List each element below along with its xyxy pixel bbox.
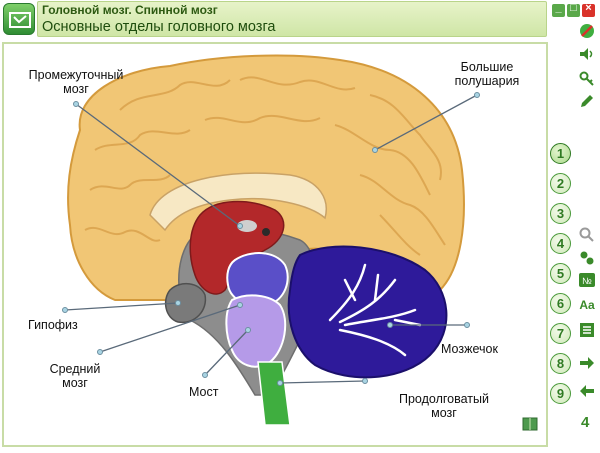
medulla xyxy=(257,361,291,426)
title-bar: Головной мозг. Спинной мозг Основные отд… xyxy=(37,1,547,37)
page-title: Основные отделы головного мозга xyxy=(42,19,276,35)
label-medulla-line1: Продолговатый xyxy=(399,392,489,406)
app-logo-icon[interactable] xyxy=(3,3,35,35)
label-midbrain-line1: Средний xyxy=(49,362,101,376)
settings-icon[interactable] xyxy=(578,249,596,267)
zoom-icon[interactable] xyxy=(578,226,596,244)
label-diencephalon-line2: мозг xyxy=(63,82,89,96)
number-icon[interactable]: № xyxy=(578,271,596,289)
label-midbrain: Средний мозг xyxy=(40,362,110,390)
page-number: 4 xyxy=(581,414,590,431)
label-medulla-line2: мозг xyxy=(431,406,457,420)
label-diencephalon: Промежуточный мозг xyxy=(6,68,146,96)
section-title: Головной мозг. Спинной мозг xyxy=(42,3,218,17)
nav-button-7[interactable]: 7 xyxy=(550,323,571,344)
label-cerebellum: Мозжечок xyxy=(441,342,498,356)
back-arrow-icon[interactable] xyxy=(578,382,596,400)
pencil-icon[interactable] xyxy=(578,92,596,110)
forward-arrow-icon[interactable] xyxy=(578,354,596,372)
label-pituitary: Гипофиз xyxy=(28,318,78,332)
thalamus-spot xyxy=(237,220,257,232)
brain-illustration xyxy=(62,54,538,431)
nav-button-3[interactable]: 3 xyxy=(550,203,571,224)
key-icon[interactable] xyxy=(578,70,596,88)
label-diencephalon-line1: Промежуточный xyxy=(28,68,124,82)
nav-button-8[interactable]: 8 xyxy=(550,353,571,374)
label-pons: Мост xyxy=(189,385,219,399)
nav-button-5[interactable]: 5 xyxy=(550,263,571,284)
cerebellum xyxy=(287,245,448,379)
label-hemispheres: Большие полушария xyxy=(432,60,542,88)
minimize-icon: _ xyxy=(555,2,562,14)
nav-button-2[interactable]: 2 xyxy=(550,173,571,194)
svg-text:№: № xyxy=(582,276,592,286)
minimize-button[interactable]: _ xyxy=(552,2,565,17)
label-hemispheres-line2: полушария xyxy=(454,74,520,88)
label-midbrain-line2: мозг xyxy=(62,376,88,390)
nav-button-6[interactable]: 6 xyxy=(550,293,571,314)
nav-button-9[interactable]: 9 xyxy=(550,383,571,404)
maximize-button[interactable]: □ xyxy=(567,2,580,17)
pituitary xyxy=(164,283,207,324)
corpus-callosum xyxy=(149,172,327,232)
nav-button-1[interactable]: 1 xyxy=(550,143,571,164)
close-button[interactable]: × xyxy=(582,2,595,17)
list-icon[interactable] xyxy=(578,321,596,339)
sound-icon[interactable] xyxy=(578,45,596,63)
label-hemispheres-line1: Большие xyxy=(460,60,514,74)
header: Головной мозг. Спинной мозг Основные отд… xyxy=(0,0,600,40)
nav-button-4[interactable]: 4 xyxy=(550,233,571,254)
maximize-icon: □ xyxy=(570,2,577,14)
font-icon[interactable]: Aa xyxy=(578,295,596,313)
close-icon: × xyxy=(585,2,592,14)
label-medulla: Продолговатый мозг xyxy=(384,392,504,420)
exit-icon[interactable] xyxy=(578,22,596,40)
book-icon xyxy=(522,417,538,431)
svg-text:Aa: Aa xyxy=(579,298,595,312)
